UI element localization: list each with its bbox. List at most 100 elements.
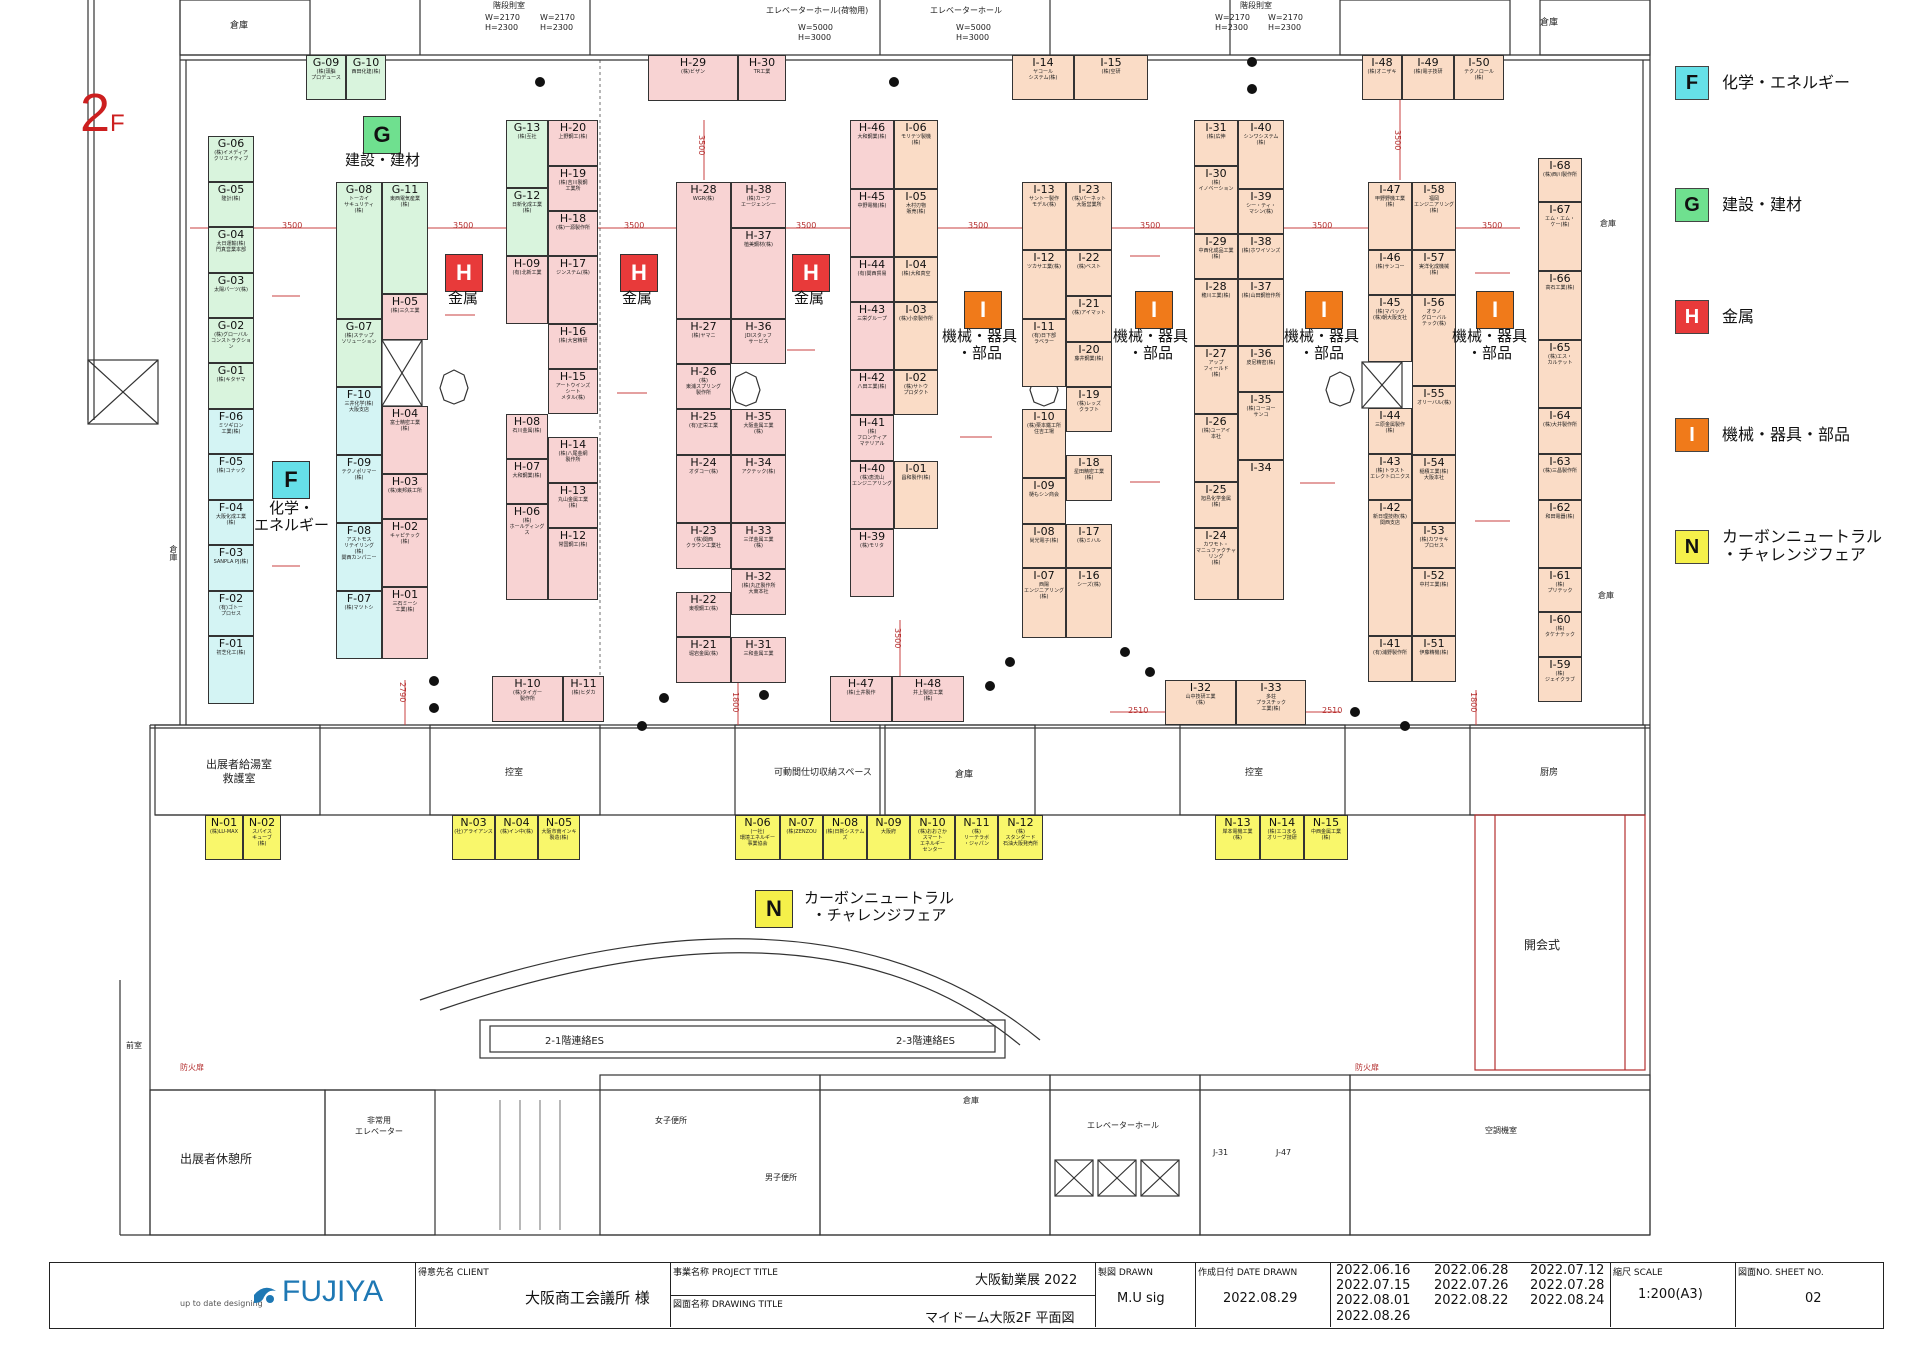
booth-n-04[interactable]: N-04(株)イン中(株) [495, 815, 538, 860]
booth-h-14[interactable]: H-14(株)八尾金網 製作所 [548, 437, 598, 483]
booth-i-37[interactable]: I-37(株)山田鋼管作所 [1238, 279, 1284, 346]
booth-f-07[interactable]: F-07(株)マツトシ [336, 591, 382, 659]
booth-i-64[interactable]: I-64(株)大井製作所 [1538, 408, 1582, 454]
booth-i-10[interactable]: I-10(株)栗本鐵工所 住吉工場 [1022, 409, 1066, 478]
booth-i-49[interactable]: I-49(株)電子技研 [1402, 55, 1454, 100]
booth-i-30[interactable]: I-30(株) イノベーション [1194, 166, 1238, 234]
booth-h-27[interactable]: H-27(株)ヤマニ [676, 319, 731, 364]
booth-h-44[interactable]: H-44(有)関西貿易 [850, 257, 894, 302]
booth-i-22[interactable]: I-22(株)ベスト [1066, 250, 1112, 296]
booth-h-03[interactable]: H-03(株)東邦鉄工所 [382, 474, 428, 519]
booth-i-48[interactable]: I-48(株)オニザキ [1362, 55, 1402, 100]
booth-i-26[interactable]: I-26(株)ユーアイ 本社 [1194, 414, 1238, 482]
booth-h-39[interactable]: H-39(株)モリタ [850, 529, 894, 597]
booth-i-34[interactable]: I-34 [1238, 460, 1284, 600]
booth-i-60[interactable]: I-60(株) タケナテック [1538, 612, 1582, 657]
booth-i-65[interactable]: I-65(株)エス・ カルテット [1538, 340, 1582, 408]
booth-n-07[interactable]: N-07(株)ZENZOU [780, 815, 823, 860]
booth-g-06[interactable]: G-06(株)イメディア クリエイティブ [208, 136, 254, 182]
booth-h-38[interactable]: H-38(株)カーフ エージェンシー [731, 182, 786, 228]
booth-i-19[interactable]: I-19(株)レッズ クラフト [1066, 387, 1112, 432]
booth-h-26[interactable]: H-26(株) 東浦スプリング 製作所 [676, 364, 731, 409]
booth-h-09[interactable]: H-09(有)北新工業 [506, 256, 548, 324]
booth-h-47[interactable]: H-47(株)土井製作 [830, 676, 892, 722]
booth-h-41[interactable]: H-41(株) フロンティア マテリアル [850, 415, 894, 461]
booth-g-02[interactable]: G-02(株)グローバル コンストラクション [208, 318, 254, 363]
booth-i-38[interactable]: I-38(株)ホワイソンズ [1238, 234, 1284, 279]
booth-i-68[interactable]: I-68(株)西川製作所 [1538, 158, 1582, 202]
booth-h-06[interactable]: H-06(株) ホールディングス [506, 504, 548, 600]
booth-h-29[interactable]: H-29(株)ビザン [648, 55, 738, 101]
booth-i-41[interactable]: I-41(有)浦野製作所 [1368, 636, 1412, 682]
booth-i-61[interactable]: I-61(株) プリテック [1538, 568, 1582, 612]
booth-i-53[interactable]: I-53(株)カワサキ プロセス [1412, 523, 1456, 568]
booth-n-01[interactable]: N-01(株)LU-MAX [205, 815, 243, 860]
booth-i-15[interactable]: I-15(株)空研 [1074, 55, 1148, 100]
booth-n-06[interactable]: N-06(一社) 環境エネルギー 事業協会 [735, 815, 780, 860]
booth-g-07[interactable]: G-07(株)ステップ ソリューション [336, 319, 382, 387]
booth-i-11[interactable]: I-11(有)日下部 ラベラー [1022, 319, 1066, 387]
booth-h-25[interactable]: H-25(有)正栄工業 [676, 409, 731, 455]
booth-h-32[interactable]: H-32(株)丸正製作所 大東本社 [731, 569, 786, 615]
booth-h-16[interactable]: H-16(株)大宮精研 [548, 324, 598, 369]
booth-i-43[interactable]: I-43(株)トラスト エレクトロニクス [1368, 454, 1412, 500]
booth-i-03[interactable]: I-03(株)小泉製作所 [894, 302, 938, 370]
booth-n-10[interactable]: N-10(株)おおさか スマート エネルギー センター [910, 815, 955, 860]
booth-n-11[interactable]: N-11(株) リーテラボ ・ジャパン [955, 815, 998, 860]
booth-h-23[interactable]: H-23(株)関西 クラウン工業社 [676, 523, 731, 569]
booth-f-02[interactable]: F-02(有)ゴトー プロセス [208, 591, 254, 636]
booth-i-63[interactable]: I-63(株)三昌製作所 [1538, 454, 1582, 500]
booth-h-40[interactable]: H-40(株)恵流山 エンジニアリング [850, 461, 894, 529]
booth-n-12[interactable]: N-12(株) スタンダード 石油大阪発売所 [998, 815, 1043, 860]
booth-i-31[interactable]: I-31(株)広伸 [1194, 120, 1238, 166]
booth-g-09[interactable]: G-09(株)頭脳 プロデュース [306, 55, 346, 100]
booth-h-19[interactable]: H-19(株)吉川製鋼 工業所 [548, 166, 598, 211]
booth-h-05[interactable]: H-05(株)三久工業 [382, 294, 428, 340]
booth-i-04[interactable]: I-04(株)大和真空 [894, 257, 938, 302]
